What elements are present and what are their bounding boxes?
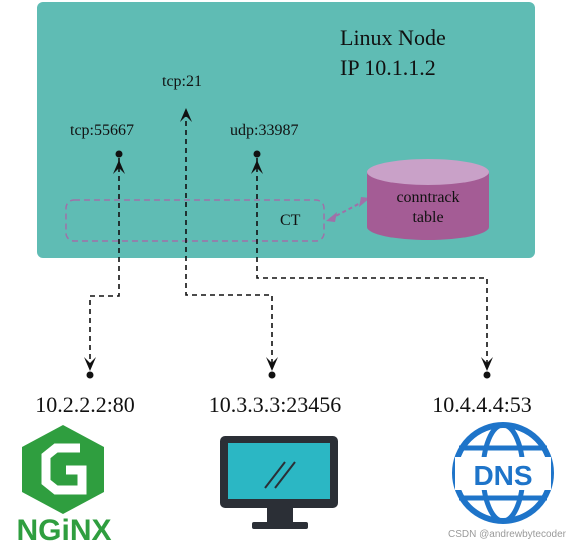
dest-dot-nginx [86, 371, 94, 379]
nginx-logo-icon [22, 425, 104, 514]
endpoint-label-nginx: 10.2.2.2:80 [35, 392, 135, 417]
arrowhead-up-ftp [180, 108, 192, 122]
flow-path-nginx [89, 158, 120, 364]
dns-wordmark: DNS [473, 460, 532, 491]
arrowhead-down-nginx [84, 357, 96, 371]
arrowhead-up-nginx [113, 160, 125, 174]
endpoint-label-dns: 10.4.4.4:53 [432, 392, 532, 417]
node-title: Linux Node [340, 25, 446, 50]
port-label-nginx: tcp:55667 [70, 122, 134, 139]
port-label-ftp: tcp:21 [162, 73, 202, 90]
flow-path-desktop [185, 112, 273, 364]
conntrack-table-cylinder [367, 159, 489, 240]
dns-globe-icon [452, 422, 554, 524]
arrowhead-down-desktop [266, 357, 278, 371]
dest-dot-desktop [268, 371, 276, 379]
port-dot-dns [253, 150, 261, 158]
port-dot-nginx [115, 150, 123, 158]
arrowhead-up-dns [251, 160, 263, 174]
node-ip: IP 10.1.1.2 [340, 55, 436, 80]
conntrack-label-line1: conntrack [396, 189, 459, 206]
flow-path-dns [256, 158, 488, 364]
dest-dot-dns [483, 371, 491, 379]
ct-link-arrow-left [326, 212, 337, 222]
arrowhead-down-dns [481, 357, 493, 371]
conntrack-label-line2: table [412, 209, 443, 226]
endpoint-label-desktop: 10.3.3.3:23456 [209, 392, 342, 417]
nginx-wordmark: NGiNX [16, 514, 111, 543]
ct-label: CT [280, 212, 301, 229]
desktop-monitor-icon [220, 436, 338, 529]
port-label-dns: udp:33987 [230, 122, 298, 139]
watermark-text: CSDN @andrewbytecoder [448, 529, 567, 540]
ct-region [65, 199, 325, 242]
